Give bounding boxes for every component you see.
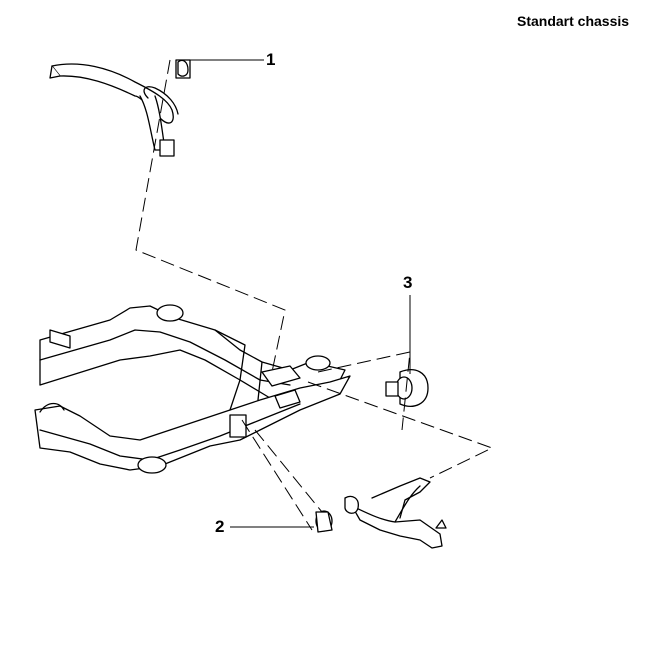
leader-lines <box>185 59 411 528</box>
diagram-title: Standart chassis <box>517 13 630 29</box>
callout-3: 3 <box>403 273 413 292</box>
assembly-lines <box>135 59 494 531</box>
bushing-2 <box>315 510 333 533</box>
bushing-3 <box>385 369 429 407</box>
subframe <box>34 304 351 474</box>
callout-2: 2 <box>215 517 225 536</box>
callout-1: 1 <box>266 50 276 69</box>
lower-control-arm <box>344 477 447 549</box>
stabilizer-bar <box>49 59 191 157</box>
